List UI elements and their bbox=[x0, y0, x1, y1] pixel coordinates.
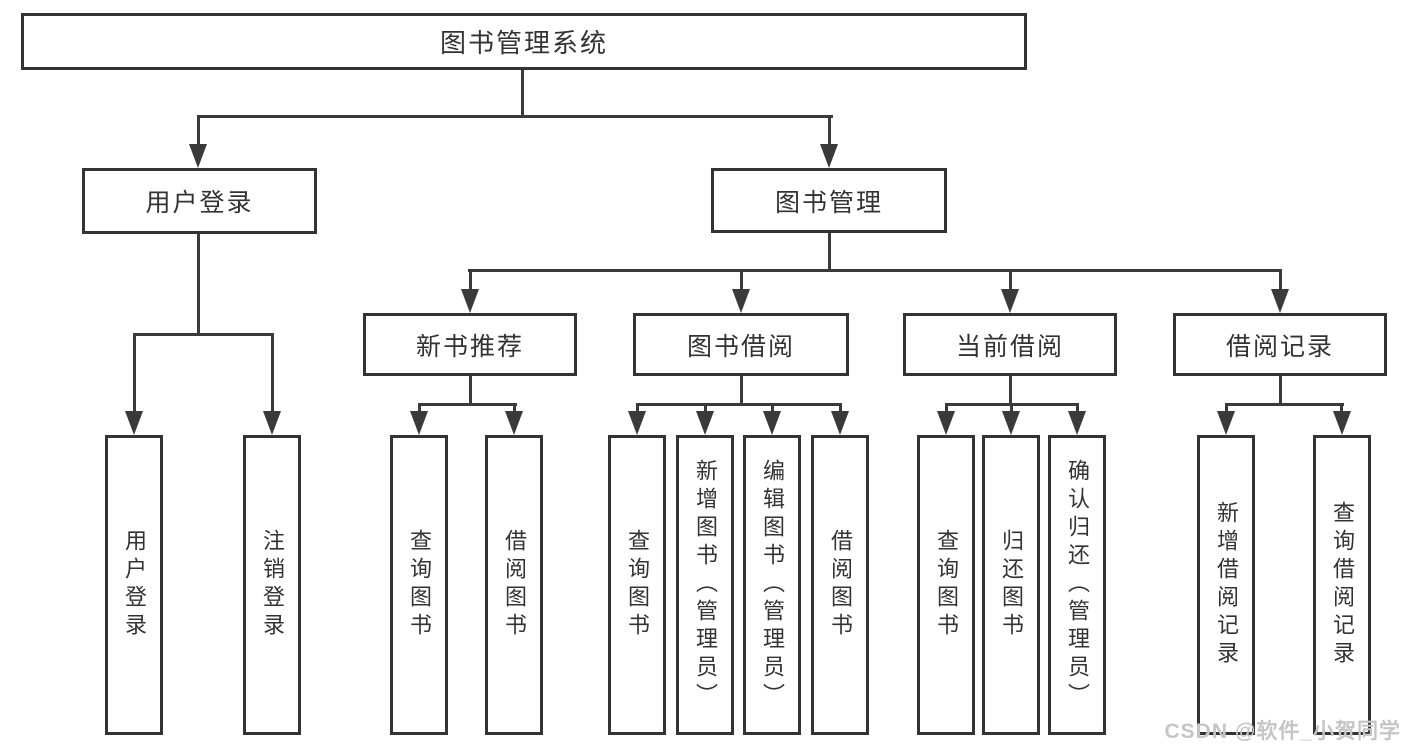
connector-to-leaf bbox=[1340, 403, 1343, 417]
leaf-add-borrow-record: 新增借阅记录 bbox=[1197, 435, 1255, 735]
connector-to-leaf bbox=[704, 403, 707, 417]
arrow-down-icon bbox=[1002, 411, 1020, 435]
connector-to-leaf bbox=[418, 403, 421, 417]
connector-to-new-book-rec bbox=[469, 269, 472, 293]
arrow-down-icon bbox=[696, 411, 714, 435]
connector-to-borrow-record bbox=[1279, 269, 1282, 293]
node-root: 图书管理系统 bbox=[21, 13, 1027, 70]
arrow-down-icon bbox=[263, 411, 281, 435]
connector-level2-split bbox=[197, 115, 833, 118]
node-book-mgmt: 图书管理 bbox=[711, 168, 947, 233]
leaf-return-book: 归还图书 bbox=[982, 435, 1040, 735]
arrow-down-icon bbox=[732, 289, 750, 313]
connector-book-borrow-split bbox=[636, 403, 842, 406]
leaf-user-login: 用户登录 bbox=[105, 435, 163, 735]
arrow-down-icon bbox=[937, 411, 955, 435]
leaf-edit-book-admin: 编辑图书（管理员） bbox=[743, 435, 801, 735]
connector-to-leaf bbox=[133, 333, 136, 415]
connector-borrow-record-stem bbox=[1279, 376, 1282, 406]
connector-to-book-mgmt bbox=[828, 115, 831, 147]
leaf-query-book: 查询图书 bbox=[608, 435, 666, 735]
node-book-borrow: 图书借阅 bbox=[633, 313, 849, 376]
connector-to-leaf bbox=[839, 403, 842, 417]
connector-to-leaf bbox=[271, 333, 274, 415]
leaf-query-book: 查询图书 bbox=[917, 435, 975, 735]
node-borrow-record: 借阅记录 bbox=[1173, 313, 1387, 376]
connector-new-book-rec-split bbox=[418, 403, 517, 406]
arrow-down-icon bbox=[820, 144, 838, 168]
connector-to-leaf bbox=[1225, 403, 1228, 417]
connector-book-mgmt-stem bbox=[828, 233, 831, 272]
connector-to-leaf bbox=[636, 403, 639, 417]
connector-new-book-rec-stem bbox=[469, 376, 472, 406]
arrow-down-icon bbox=[831, 411, 849, 435]
connector-current-borrow-stem bbox=[1009, 376, 1012, 406]
connector-borrow-record-split bbox=[1225, 403, 1344, 406]
arrow-down-icon bbox=[1217, 411, 1235, 435]
leaf-add-book-admin: 新增图书（管理员） bbox=[676, 435, 734, 735]
connector-to-leaf bbox=[1076, 403, 1079, 417]
leaf-confirm-return-admin: 确认归还（管理员） bbox=[1048, 435, 1106, 735]
arrow-down-icon bbox=[505, 411, 523, 435]
connector-root-stem bbox=[521, 70, 524, 117]
arrow-down-icon bbox=[189, 144, 207, 168]
node-user-login: 用户登录 bbox=[82, 168, 317, 234]
leaf-logout: 注销登录 bbox=[243, 435, 301, 735]
leaf-borrow-book: 借阅图书 bbox=[485, 435, 543, 735]
leaf-query-book: 查询图书 bbox=[390, 435, 448, 735]
arrow-down-icon bbox=[1333, 411, 1351, 435]
arrow-down-icon bbox=[125, 411, 143, 435]
arrow-down-icon bbox=[763, 411, 781, 435]
connector-to-leaf bbox=[1010, 403, 1013, 417]
node-current-borrow: 当前借阅 bbox=[903, 313, 1117, 376]
arrow-down-icon bbox=[628, 411, 646, 435]
node-new-book-rec: 新书推荐 bbox=[363, 313, 577, 376]
watermark: CSDN @软件_小贺同学 bbox=[1164, 720, 1401, 743]
arrow-down-icon bbox=[1068, 411, 1086, 435]
connector-user-login-stem bbox=[197, 234, 200, 336]
connector-to-leaf bbox=[771, 403, 774, 417]
connector-book-borrow-stem bbox=[740, 376, 743, 406]
connector-to-book-borrow bbox=[740, 269, 743, 293]
leaf-borrow-book: 借阅图书 bbox=[811, 435, 869, 735]
connector-level3-split bbox=[468, 269, 1282, 272]
connector-to-user-login bbox=[197, 115, 200, 147]
connector-to-current-borrow bbox=[1009, 269, 1012, 293]
connector-user-login-split bbox=[133, 333, 274, 336]
leaf-query-borrow-record: 查询借阅记录 bbox=[1313, 435, 1371, 735]
arrow-down-icon bbox=[1271, 289, 1289, 313]
arrow-down-icon bbox=[410, 411, 428, 435]
connector-to-leaf bbox=[945, 403, 948, 417]
connector-to-leaf bbox=[513, 403, 516, 417]
arrow-down-icon bbox=[461, 289, 479, 313]
arrow-down-icon bbox=[1001, 289, 1019, 313]
